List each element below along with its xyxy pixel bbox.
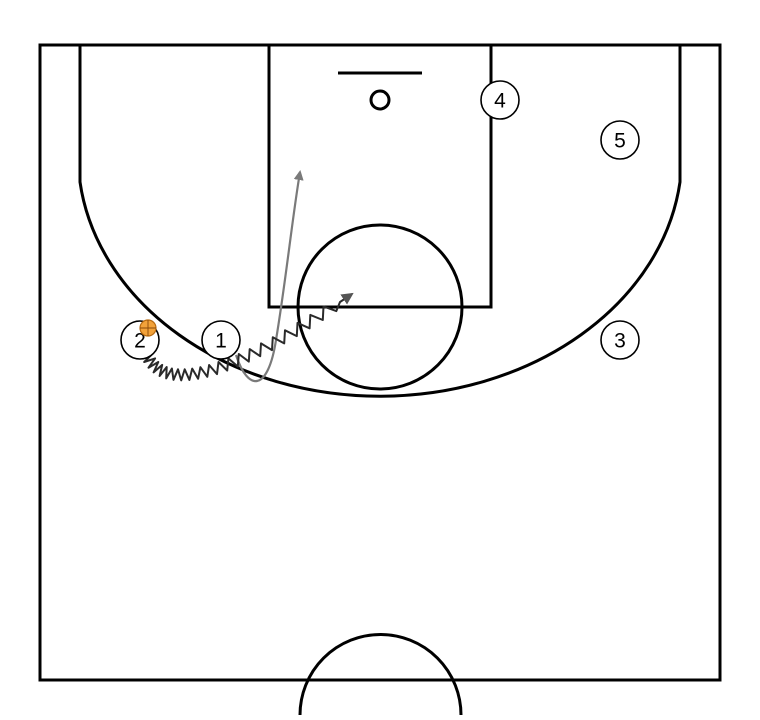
basket-rim xyxy=(369,89,391,111)
center-circle xyxy=(298,633,463,716)
player-1: 1 xyxy=(201,320,241,360)
player-label: 5 xyxy=(614,130,626,153)
player-4: 4 xyxy=(480,80,520,120)
player-3: 3 xyxy=(600,320,640,360)
dribble-path xyxy=(140,292,354,382)
player-label: 3 xyxy=(614,330,626,353)
player-label: 2 xyxy=(134,330,146,353)
cut-arrow xyxy=(234,170,304,383)
player-5: 5 xyxy=(600,120,640,160)
three-point-line xyxy=(78,45,682,398)
basketball-icon xyxy=(139,319,157,337)
player-label: 1 xyxy=(215,330,227,353)
paint-lane xyxy=(267,43,493,309)
player-label: 4 xyxy=(494,90,506,113)
free-throw-circle xyxy=(296,223,464,391)
